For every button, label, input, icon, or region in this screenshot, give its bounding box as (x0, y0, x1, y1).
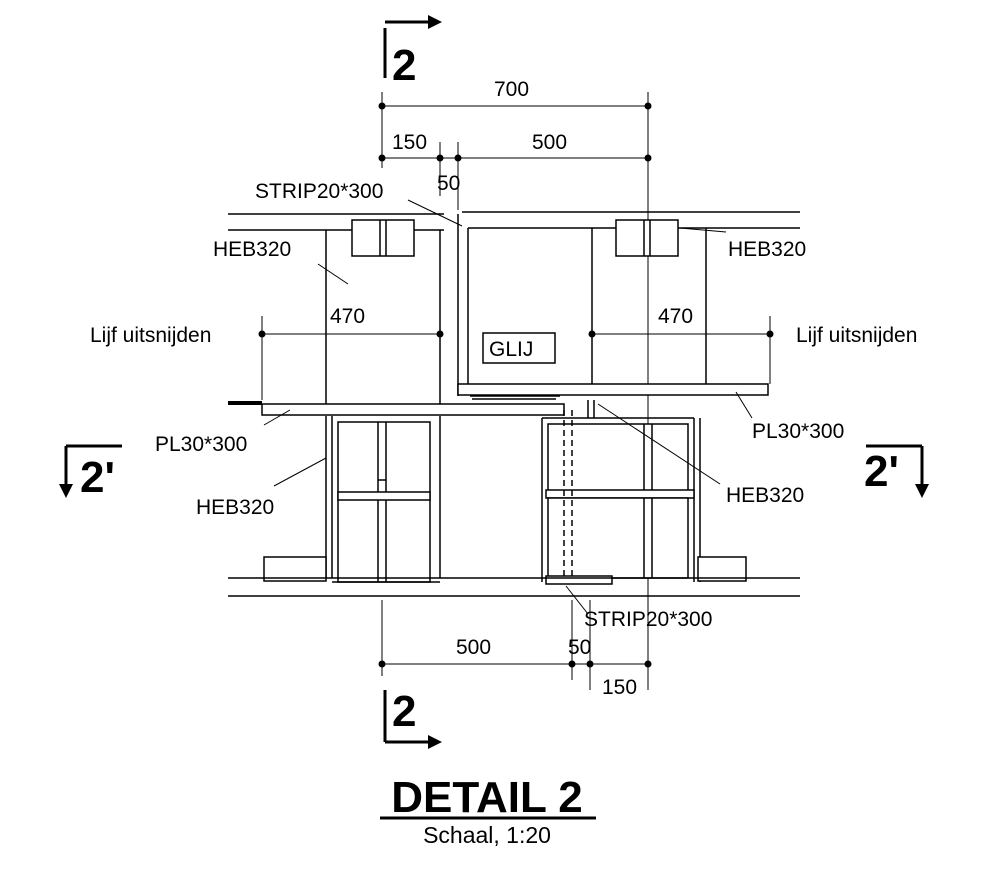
annotation-labels: STRIP20*300 HEB320 HEB320 Lijf uitsnijde… (90, 180, 917, 631)
dimension-470-right: 470 (588, 305, 774, 384)
dim-150-bottom: 150 (602, 676, 637, 699)
dim-700: 700 (494, 78, 529, 101)
lower-beam-left (263, 416, 441, 583)
section-mark-left: 2' (59, 444, 122, 502)
dim-150-top: 150 (392, 131, 427, 154)
upper-beam-right (457, 211, 800, 396)
bottom-chord (228, 577, 800, 597)
label-lijf-right: Lijf uitsnijden (796, 324, 917, 347)
lower-beam-right (541, 400, 747, 585)
label-strip-bottom: STRIP20*300 (584, 608, 712, 631)
plate-right (457, 383, 769, 400)
section-mark-right-label: 2' (864, 447, 899, 496)
upper-beam-left (228, 213, 444, 406)
label-lijf-left: Lijf uitsnijden (90, 324, 211, 347)
label-strip-top: STRIP20*300 (255, 180, 383, 203)
dim-500-top: 500 (532, 131, 567, 154)
label-heb-mid-right: HEB320 (726, 484, 804, 507)
drawing-scale: Schaal, 1:20 (423, 822, 551, 848)
label-pl-left: PL30*300 (155, 433, 247, 456)
dim-470-right: 470 (658, 305, 693, 328)
dimension-470-left: 470 (258, 305, 444, 400)
glij-label: GLIJ (482, 332, 556, 364)
leaders (263, 199, 753, 615)
section-mark-top: 2 (383, 15, 442, 90)
label-pl-right: PL30*300 (752, 420, 844, 443)
dim-470-left: 470 (330, 305, 365, 328)
section-mark-left-label: 2' (80, 453, 115, 502)
section-mark-bottom: 2 (383, 687, 442, 749)
glij-text: GLIJ (489, 338, 533, 361)
drawing-title: DETAIL 2 (391, 773, 583, 822)
dimension-top: 700 150 500 50 (378, 78, 652, 600)
dimension-bottom: 500 50 150 (378, 600, 652, 699)
section-mark-right: 2' (864, 444, 929, 498)
label-heb-mid-left: HEB320 (196, 496, 274, 519)
dim-500-bottom: 500 (456, 636, 491, 659)
section-mark-top-label: 2 (392, 41, 416, 90)
dim-50-top: 50 (437, 172, 460, 195)
dim-50-bottom: 50 (568, 636, 591, 659)
title-block: DETAIL 2 Schaal, 1:20 (380, 773, 596, 848)
label-heb-top-right: HEB320 (728, 238, 806, 261)
section-mark-bottom-label: 2 (392, 687, 416, 736)
label-heb-top-left: HEB320 (213, 238, 291, 261)
plate-left (228, 401, 565, 416)
